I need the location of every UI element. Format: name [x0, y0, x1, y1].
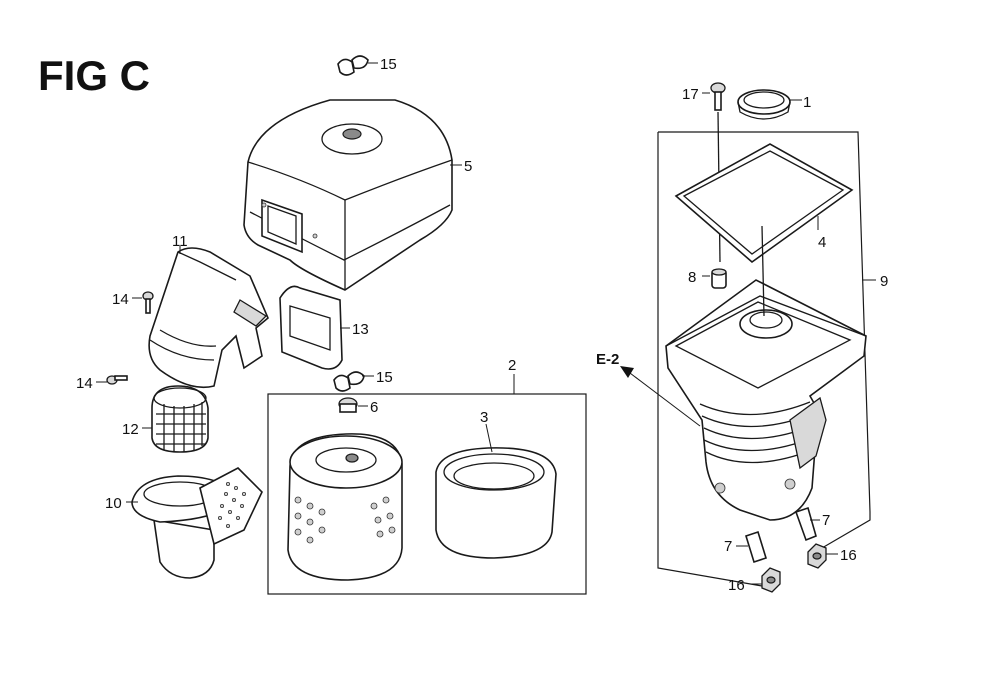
- callout-16-left: 16: [728, 577, 745, 594]
- part-10-grille-pattern: [217, 481, 246, 529]
- callout-14-lower: 14: [76, 375, 93, 392]
- e2-reference-arrow: [620, 366, 701, 427]
- part-7-stud-left: [736, 530, 767, 564]
- callout-11: 11: [172, 233, 188, 250]
- part-15-wing-nut-top: [337, 55, 378, 76]
- part-13-gasket: [279, 285, 350, 370]
- callout-15-top: 15: [380, 56, 397, 73]
- part-9-cleaner-base: [665, 225, 867, 521]
- callout-9: 9: [880, 273, 888, 290]
- callout-13: 13: [352, 321, 369, 338]
- part-2-assembly-box: [267, 393, 587, 595]
- callout-17: 17: [682, 86, 699, 103]
- part-16-nut-right: [807, 543, 838, 569]
- part-2-pleat-dots: [294, 496, 396, 544]
- part-4-base-gasket: [674, 143, 854, 264]
- callout-12: 12: [122, 421, 139, 438]
- part-2-paper-element: [287, 433, 403, 581]
- part-8-collar: [702, 268, 727, 289]
- callout-7-right: 7: [822, 512, 830, 529]
- part-12-filter-screen: [142, 385, 209, 453]
- part-9-assembly-box: [657, 131, 871, 587]
- callout-2: 2: [508, 357, 516, 374]
- callout-8: 8: [688, 269, 696, 286]
- part-7-stud-right: [794, 506, 820, 542]
- part-15-wing-nut-lower: [333, 371, 374, 392]
- part-5-air-cleaner-cover: [243, 99, 462, 291]
- part-11-air-guide: [148, 246, 269, 389]
- callout-15-lower: 15: [376, 369, 393, 386]
- e2-reference-label: E-2: [596, 351, 619, 368]
- callout-3: 3: [480, 409, 488, 426]
- callout-14-upper: 14: [112, 291, 129, 308]
- part-16-nut-left: [750, 567, 781, 593]
- callout-1: 1: [803, 94, 811, 111]
- part-3-foam-element: [435, 423, 557, 559]
- part-14-screw-upper: [132, 291, 154, 314]
- figure-title: FIG C: [38, 52, 150, 99]
- callout-10: 10: [105, 495, 122, 512]
- part-14-screw-lower: [96, 375, 128, 385]
- part-10-cleaner-case: [126, 467, 263, 579]
- callout-6: 6: [370, 399, 378, 416]
- callout-5: 5: [464, 158, 472, 175]
- callout-16-right: 16: [840, 547, 857, 564]
- callout-7-left: 7: [724, 538, 732, 555]
- callout-4: 4: [818, 234, 826, 251]
- part-1-seal-ring: [737, 89, 802, 120]
- part-6-nut: [338, 397, 368, 413]
